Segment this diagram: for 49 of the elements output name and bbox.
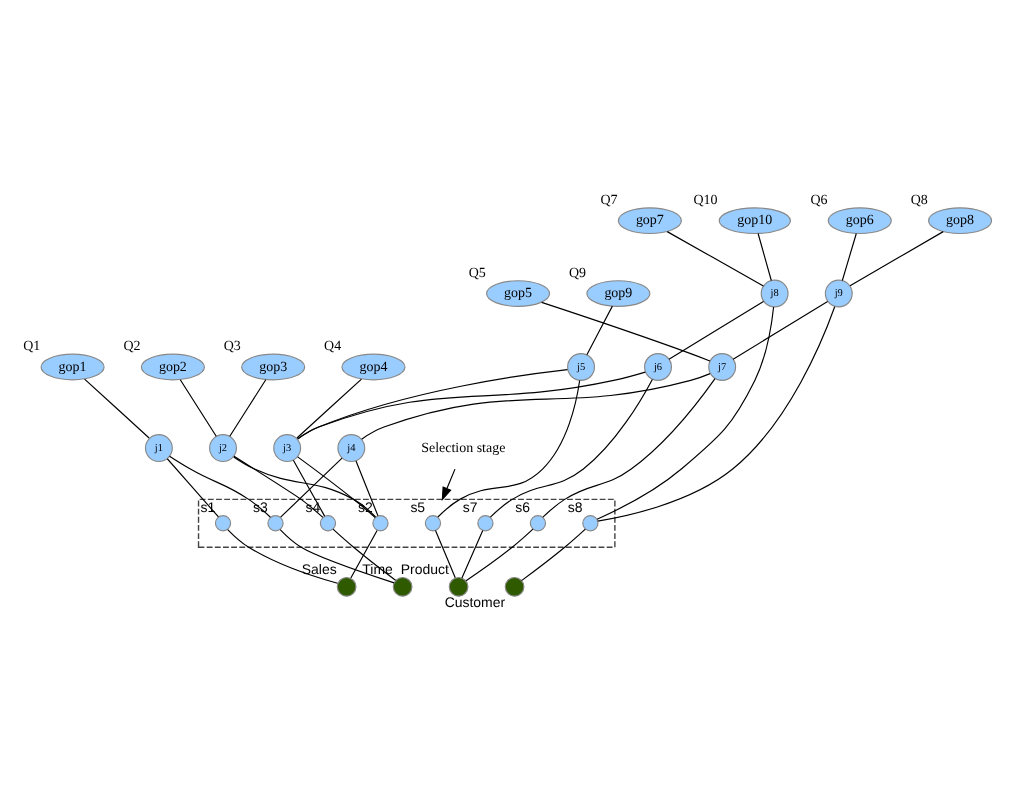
connector: [297, 369, 569, 440]
connector: [596, 306, 775, 520]
node-circle: [504, 576, 525, 597]
connector: [489, 378, 653, 518]
connector: [84, 378, 150, 439]
cluster: [197, 498, 616, 548]
connector: [355, 460, 379, 517]
connector: [461, 529, 484, 579]
connector: [233, 455, 324, 518]
connector: [465, 528, 534, 582]
connector: [668, 300, 765, 360]
connector: [542, 378, 716, 518]
connector: [597, 306, 836, 522]
connector: [179, 379, 217, 437]
connector: [166, 458, 220, 518]
connector: [361, 373, 711, 440]
connector: [280, 457, 343, 518]
connector: [227, 528, 339, 584]
connector: [292, 459, 326, 517]
node-circle: [448, 576, 469, 597]
node-circle: [582, 515, 599, 532]
connector: [849, 231, 944, 287]
node-circle: [319, 515, 337, 532]
arrow: [441, 468, 456, 501]
node-circle: [424, 515, 442, 532]
connector: [297, 456, 376, 519]
connector: [233, 456, 377, 518]
node-circle: [267, 515, 284, 532]
connector: [520, 528, 586, 582]
node-circle: [529, 515, 547, 532]
node-circle: [372, 515, 389, 532]
connector: [297, 371, 646, 440]
connector: [332, 528, 397, 581]
connector: [279, 529, 395, 584]
node-circle: [477, 515, 494, 532]
connector: [434, 529, 456, 579]
connector: [437, 379, 581, 518]
connector: [296, 378, 363, 439]
connector: [229, 379, 267, 437]
node-circle: [336, 576, 357, 597]
connector: [541, 301, 711, 362]
connector: [732, 300, 829, 360]
connector: [586, 305, 613, 356]
node-circle: [392, 576, 413, 597]
connector: [841, 232, 857, 282]
connector: [666, 231, 764, 287]
connector: [168, 455, 272, 518]
node-circle: [214, 515, 232, 532]
connector: [757, 232, 772, 282]
